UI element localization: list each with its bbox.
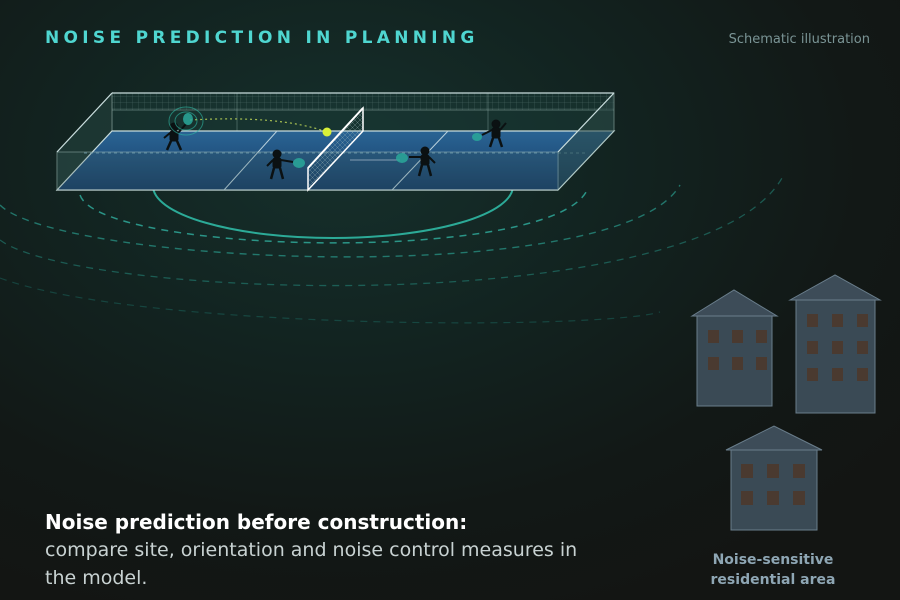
ball-icon — [322, 127, 332, 137]
residential-label-line1: Noise-sensitive — [712, 552, 834, 568]
residential-label-line2: residential area — [710, 572, 836, 588]
residential-label: Noise-sensitive residential area — [688, 550, 858, 590]
schematic-note: Schematic illustration — [728, 32, 870, 47]
caption: Noise prediction before construction: co… — [45, 508, 605, 592]
caption-body: compare site, orientation and noise cont… — [45, 539, 578, 589]
caption-heading: Noise prediction before construction: — [45, 510, 468, 534]
padel-court — [55, 91, 616, 192]
page-title: NOISE PREDICTION IN PLANNING — [45, 28, 479, 48]
racket-icon — [183, 113, 482, 168]
building-icon — [690, 274, 882, 531]
